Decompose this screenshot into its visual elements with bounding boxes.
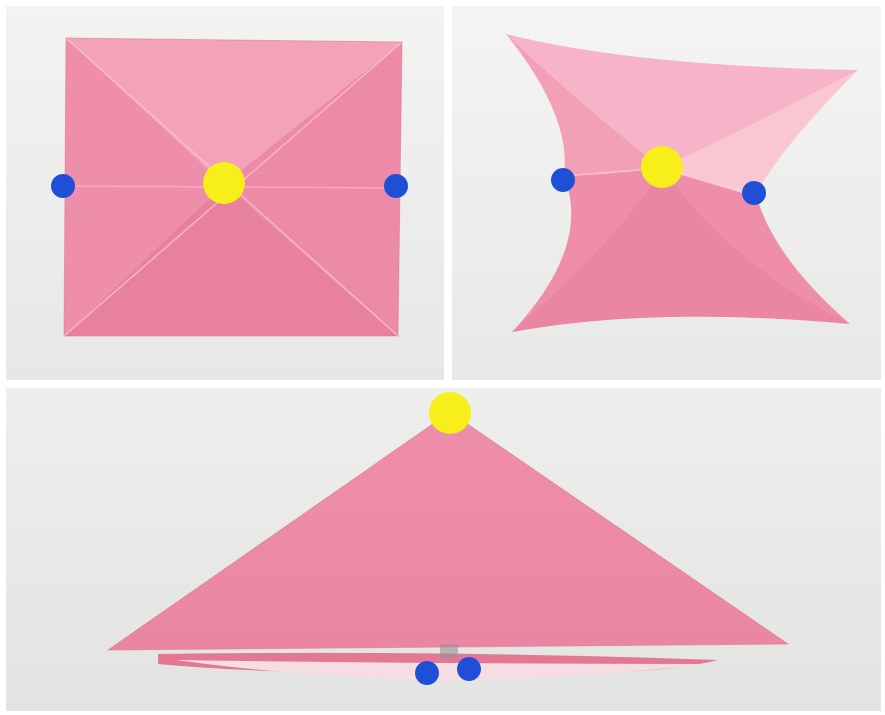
step-open-square-photo xyxy=(6,6,444,380)
center-marker-yellow xyxy=(641,146,683,188)
right-marker-blue xyxy=(384,174,408,198)
left-marker-blue xyxy=(51,174,75,198)
right-marker-blue xyxy=(742,181,766,205)
bottom-left-marker-blue xyxy=(415,661,439,685)
step-flattened-triangle-photo xyxy=(6,388,881,711)
bottom-right-marker-blue xyxy=(457,657,481,681)
step-collapsing-photo xyxy=(452,6,881,380)
apex-marker-yellow xyxy=(429,392,471,434)
left-marker-blue xyxy=(551,168,575,192)
center-marker-yellow xyxy=(203,162,245,204)
